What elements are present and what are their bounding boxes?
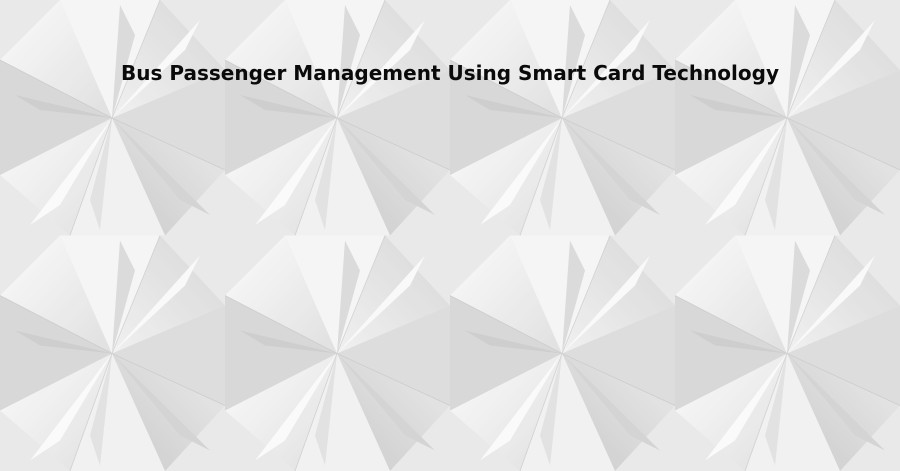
page-title: Bus Passenger Management Using Smart Car…	[121, 61, 779, 85]
